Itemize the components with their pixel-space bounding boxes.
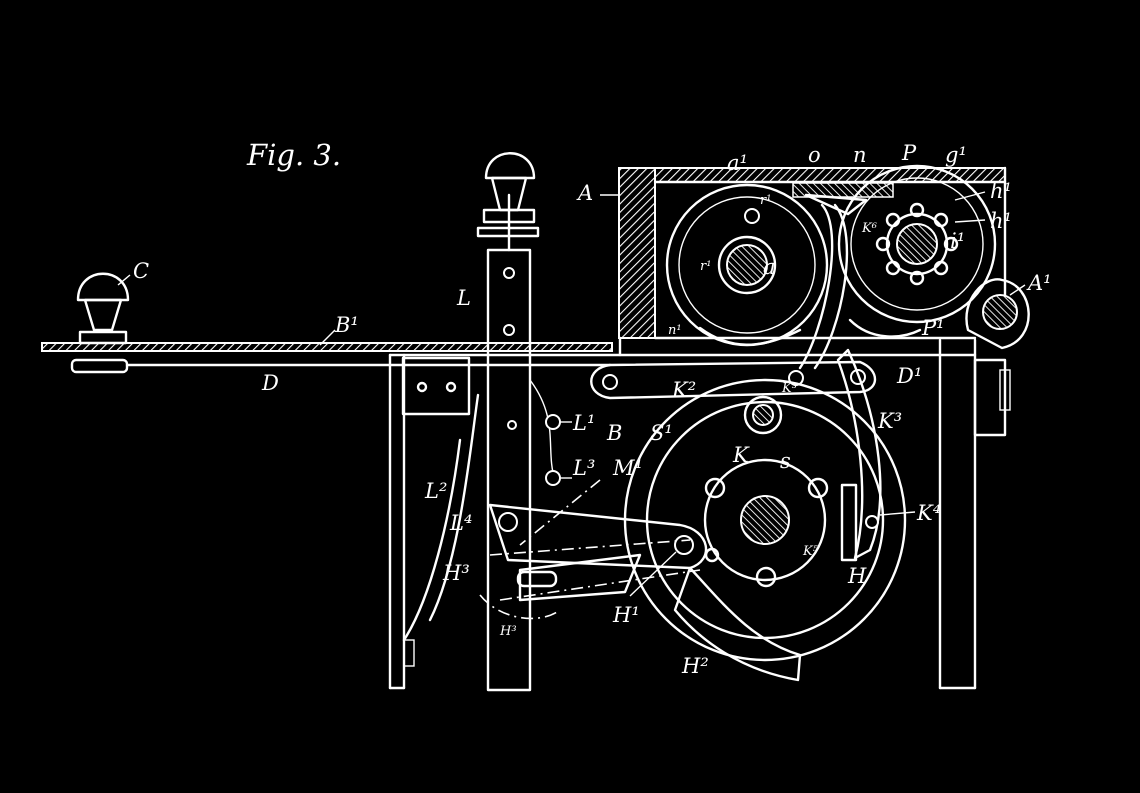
label-k: K: [732, 443, 750, 467]
knob-c: [76, 272, 130, 345]
leader-lines: [117, 191, 1026, 597]
label-h: H: [847, 564, 867, 588]
label-h1: H¹: [612, 603, 640, 627]
label-g1: g¹: [945, 143, 967, 167]
label-n: n: [853, 143, 867, 167]
label-b: B: [606, 421, 622, 445]
label-k2: K²: [671, 378, 696, 402]
label-k4: K⁴: [916, 501, 941, 525]
label-a1-wheel: a¹: [727, 151, 748, 175]
label-k6: K⁶: [861, 221, 877, 236]
label-r1-top: r¹: [760, 193, 771, 208]
label-h3: H³: [442, 561, 470, 585]
spring-arm: [698, 193, 922, 370]
label-l: L: [456, 286, 471, 310]
label-b1: B¹: [334, 313, 359, 337]
label-k3-link: K³: [781, 381, 797, 396]
label-d1: D¹: [896, 364, 922, 388]
label-l4: L⁴: [449, 511, 472, 535]
label-l1: L¹: [572, 411, 595, 435]
label-d: D: [261, 371, 279, 395]
label-m1: M¹: [612, 456, 643, 480]
pinion-teeth: [875, 202, 959, 286]
label-l2: L²: [424, 479, 447, 503]
label-a: A: [576, 181, 593, 205]
label-p1: P¹: [921, 316, 945, 340]
upper-housing: [618, 166, 1007, 340]
label-s1: S¹: [650, 421, 673, 445]
label-c: C: [133, 259, 149, 283]
label-a1-bearing: A¹: [1026, 271, 1052, 295]
main-frame: [41, 336, 1011, 690]
label-k3-latch: K³: [877, 409, 902, 433]
wheel-a1: [665, 183, 829, 347]
part-labels: A A¹ a¹ a o n P g¹ h¹ h¹ i¹ K⁶ r¹ r¹ n¹ …: [133, 141, 1052, 678]
label-l3: L³: [572, 456, 595, 480]
cam-wheel-k: [623, 378, 907, 662]
label-h1-bottom: h¹: [990, 209, 1012, 233]
label-h2: H²: [681, 654, 709, 678]
label-h3-dashed: H³: [499, 624, 517, 639]
figure-title: Fig. 3.: [246, 138, 341, 172]
label-p: P: [901, 141, 917, 165]
label-k5: K⁵: [802, 544, 819, 559]
label-o: o: [808, 143, 821, 167]
label-n1: n¹: [668, 323, 682, 338]
label-s: s: [780, 449, 791, 473]
label-a-shaft: a: [763, 255, 776, 279]
pinion-wheel-g1: [837, 164, 997, 324]
label-r1-left: r¹: [700, 259, 711, 274]
label-h1-top: h¹: [990, 179, 1012, 203]
post-l: [476, 152, 556, 692]
pivots-l: [545, 414, 561, 486]
bearing-a1: [965, 278, 1030, 350]
link-k2: [590, 360, 877, 435]
lever-h: [479, 479, 802, 682]
latch-k3: [836, 348, 882, 562]
label-i1: i¹: [950, 229, 965, 253]
